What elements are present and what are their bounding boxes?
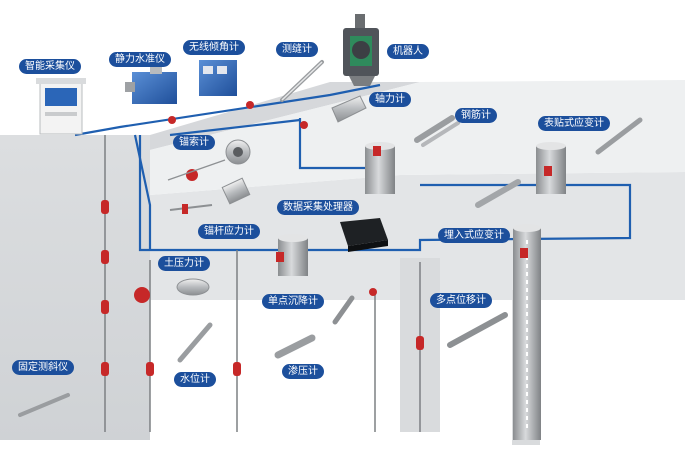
probe-sensor-nodes xyxy=(101,101,424,376)
embedded-pile xyxy=(513,224,541,440)
multi-point-displacement-device xyxy=(447,312,508,348)
label-earth-pressure-meter: 土压力计 xyxy=(158,256,210,271)
axial-force-meter-device xyxy=(331,95,367,123)
label-multi-point-displacement: 多点位移计 xyxy=(430,293,492,308)
label-hydrostatic-level: 静力水准仪 xyxy=(109,52,171,67)
wireless-tilt-meter-device xyxy=(199,60,237,96)
fixed-inclinometer-device xyxy=(18,393,70,417)
robot-total-station xyxy=(343,14,379,86)
label-data-processor: 数据采集处理器 xyxy=(277,200,359,215)
label-robot: 机器人 xyxy=(387,44,429,59)
label-anchor-rod-stress-meter: 锚杆应力计 xyxy=(198,224,260,239)
column-left xyxy=(365,142,395,194)
label-single-point-settlement: 单点沉降计 xyxy=(262,294,324,309)
surface-strain-gauge-device xyxy=(595,117,643,155)
embedded-strain-gauge-device xyxy=(475,179,521,208)
smart-collector-device xyxy=(36,78,86,135)
label-surface-strain-gauge: 表贴式应变计 xyxy=(538,116,610,131)
osmometer-device xyxy=(274,334,316,359)
label-rebar-meter: 钢筋计 xyxy=(455,108,497,123)
label-anchor-cable-meter: 锚索计 xyxy=(173,135,215,150)
cable-network xyxy=(74,83,632,252)
label-water-level-meter: 水位计 xyxy=(174,372,216,387)
label-fixed-inclinometer: 固定测斜仪 xyxy=(12,360,74,375)
label-wireless-tilt-meter: 无线倾角计 xyxy=(183,40,245,55)
label-osmometer: 渗压计 xyxy=(282,364,324,379)
label-smart-collector: 智能采集仪 xyxy=(19,59,81,74)
hydrostatic-level-device xyxy=(125,64,177,104)
label-crack-meter: 测缝计 xyxy=(276,42,318,57)
earth-pressure-meter-device xyxy=(134,278,210,303)
label-axial-force-meter: 轴力计 xyxy=(369,92,411,107)
anchor-cable-meter-device xyxy=(167,139,251,181)
water-level-meter-device xyxy=(177,322,213,363)
label-embedded-strain-gauge: 埋入式应变计 xyxy=(438,228,510,243)
column-center xyxy=(276,234,308,276)
rebar-meter-device xyxy=(414,115,460,147)
single-point-settlement-device xyxy=(332,295,355,325)
anchor-rod-stress-meter-device xyxy=(169,177,251,214)
data-processor-device xyxy=(340,218,388,252)
column-right xyxy=(536,142,566,194)
crack-meter-device xyxy=(280,60,324,102)
